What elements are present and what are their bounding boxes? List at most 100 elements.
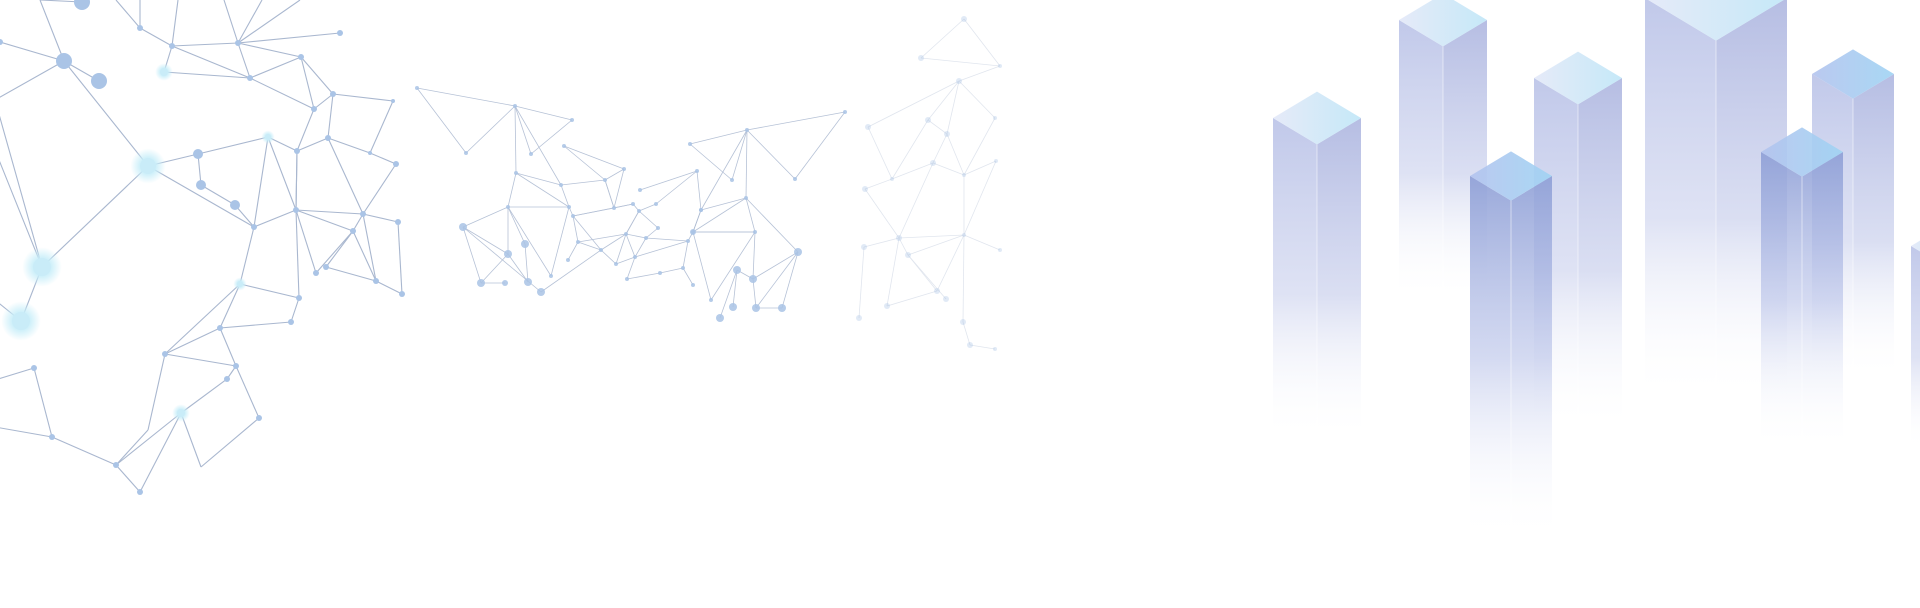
network-node (251, 224, 257, 230)
network-edge (300, 56, 315, 110)
network-edge (200, 184, 236, 206)
network-edge (615, 256, 636, 265)
network-node (393, 161, 399, 167)
network-edge (239, 226, 255, 285)
network-node (74, 0, 90, 10)
network-edge (958, 65, 1001, 82)
network-node (193, 149, 203, 159)
network-edge (223, 0, 239, 44)
tower-face-right (1511, 176, 1552, 540)
network-cluster-middle-nodes (415, 86, 703, 296)
network-edge (781, 251, 799, 309)
network-node (956, 78, 962, 84)
network-node (599, 248, 603, 252)
network-edge (462, 226, 482, 284)
network-edge (645, 227, 659, 239)
network-edge (563, 145, 625, 170)
network-edge (732, 269, 738, 308)
network-edge (530, 119, 573, 155)
network-edge (139, 27, 173, 47)
network-edge (920, 18, 965, 59)
network-edge (0, 41, 65, 62)
network-edge (634, 240, 689, 258)
network-edge (927, 119, 948, 135)
network-edge (634, 237, 647, 258)
network-node (794, 248, 802, 256)
network-edge (932, 133, 948, 164)
network-edge (327, 137, 371, 154)
network-edge (296, 108, 315, 152)
network-edge (963, 160, 997, 236)
network-node (196, 180, 206, 190)
tower-front-center (1470, 151, 1552, 540)
network-edge (898, 234, 965, 239)
network-edge (600, 233, 627, 251)
network-node (350, 228, 356, 234)
network-cluster-faint (858, 18, 1001, 350)
tower-face-right (1853, 74, 1894, 380)
tower-mid-back (1399, 0, 1487, 300)
tower-top (1470, 151, 1552, 201)
network-cluster-faint-nodes (856, 16, 1002, 351)
network-node (570, 118, 574, 122)
network-edge (325, 266, 377, 282)
network-node (896, 235, 902, 241)
network-node (612, 206, 616, 210)
network-node (994, 159, 998, 163)
tower-top (1812, 49, 1894, 99)
network-edge (907, 254, 947, 300)
network-node (890, 177, 894, 181)
network-edge (863, 237, 900, 248)
network-node (504, 250, 512, 258)
network-edge (524, 243, 529, 283)
network-edge (327, 137, 364, 215)
network-edge (362, 213, 377, 282)
network-edge (164, 283, 241, 355)
network-edge (639, 170, 698, 191)
network-edge (746, 111, 846, 131)
network-edge (755, 251, 799, 309)
network-node (733, 266, 741, 274)
network-edge (219, 327, 237, 367)
network-edge (638, 210, 659, 229)
network-edge (577, 241, 602, 251)
network-node (288, 319, 294, 325)
network-node (313, 270, 319, 276)
network-node (162, 351, 168, 357)
network-node (391, 99, 395, 103)
network-edge (682, 267, 694, 286)
network-node (943, 296, 949, 302)
network-edge (613, 168, 625, 209)
network-edge (480, 253, 509, 284)
network-edge (563, 145, 606, 181)
network-node (925, 117, 931, 123)
network-edge (700, 197, 747, 211)
network-node (905, 252, 911, 258)
network-node (567, 205, 571, 209)
network-edge (180, 378, 228, 414)
network-edge (958, 80, 996, 119)
network-node (368, 151, 372, 155)
glow-node (33, 258, 51, 276)
network-edge (171, 45, 251, 79)
network-node (247, 75, 253, 81)
network-edge (867, 80, 960, 128)
network-node (865, 124, 871, 130)
network-edge (615, 233, 627, 265)
network-node (373, 278, 379, 284)
network-edge (514, 105, 517, 174)
network-edge (731, 129, 748, 181)
network-edge (115, 412, 182, 466)
network-edge (752, 251, 799, 280)
network-edge (237, 32, 341, 44)
network-edge (332, 93, 394, 102)
network-edge (300, 56, 334, 95)
network-node (793, 177, 797, 181)
tower-face-left (1911, 246, 1920, 450)
tower-left (1273, 91, 1361, 440)
network-node (686, 239, 690, 243)
network-edge (139, 412, 182, 493)
tower-face-left (1470, 176, 1511, 540)
network-edge (963, 234, 1001, 251)
network-edge (625, 233, 647, 239)
